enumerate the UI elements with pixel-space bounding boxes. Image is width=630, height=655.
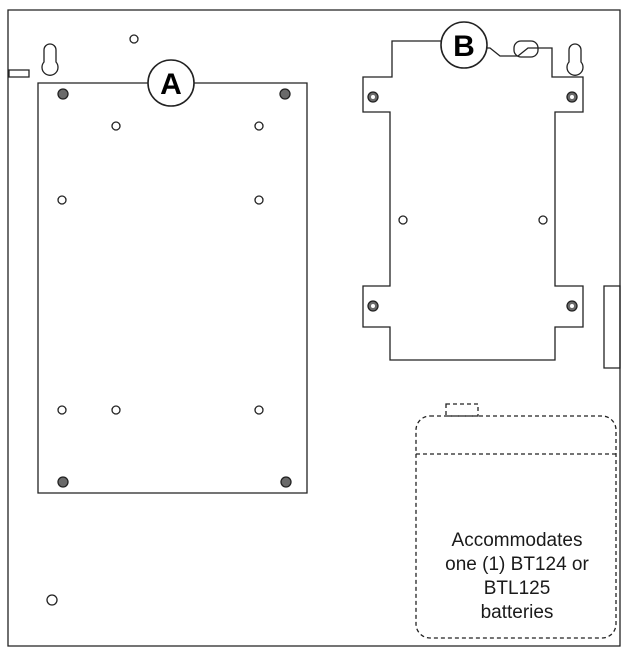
board-a-mount-hole	[58, 196, 66, 204]
board-a-mount-hole	[112, 406, 120, 414]
board-a-standoff-hole	[280, 89, 290, 99]
board-a-mount-hole	[58, 406, 66, 414]
bracket-b-notch	[514, 41, 538, 57]
board-a-holes	[58, 89, 291, 487]
battery-note-line3: BTL125	[484, 578, 551, 599]
left-side-tab	[9, 70, 29, 77]
bracket-b-screw	[567, 92, 577, 102]
bracket-b-outline	[363, 41, 583, 360]
board-a-standoff-hole	[58, 89, 68, 99]
callout-a: A	[148, 60, 194, 106]
battery-note-line1: Accommodates	[452, 530, 583, 551]
battery-outline	[416, 404, 616, 638]
keyhole-slot-right	[567, 44, 583, 75]
battery-note-line4: batteries	[481, 602, 554, 623]
board-a-mount-hole	[255, 406, 263, 414]
bracket-b-mount-hole	[399, 216, 407, 224]
keyhole-slot-left	[42, 44, 58, 75]
knockout-hole-top	[130, 35, 138, 43]
board-a-standoff-hole	[58, 477, 68, 487]
battery-body	[416, 416, 616, 638]
board-a-mount-hole	[112, 122, 120, 130]
battery-terminal	[446, 404, 478, 416]
knockout-hole-bottom-left	[47, 595, 57, 605]
board-a-mount-hole	[255, 196, 263, 204]
callout-a-label: A	[160, 68, 182, 101]
callout-b-label: B	[453, 30, 475, 63]
board-a-mount-hole	[255, 122, 263, 130]
board-a-standoff-hole	[281, 477, 291, 487]
battery-note-line2: one (1) BT124 or	[445, 554, 589, 575]
bracket-b-mount-hole	[539, 216, 547, 224]
bracket-b-screw	[368, 92, 378, 102]
callout-b: B	[441, 22, 487, 68]
battery-note: Accommodates one (1) BT124 or BTL125 bat…	[445, 530, 589, 623]
bracket-b-screw	[368, 301, 378, 311]
right-side-tab	[604, 286, 620, 368]
bracket-b-holes	[368, 92, 577, 311]
bracket-b-screw	[567, 301, 577, 311]
board-a-outline	[38, 83, 307, 493]
